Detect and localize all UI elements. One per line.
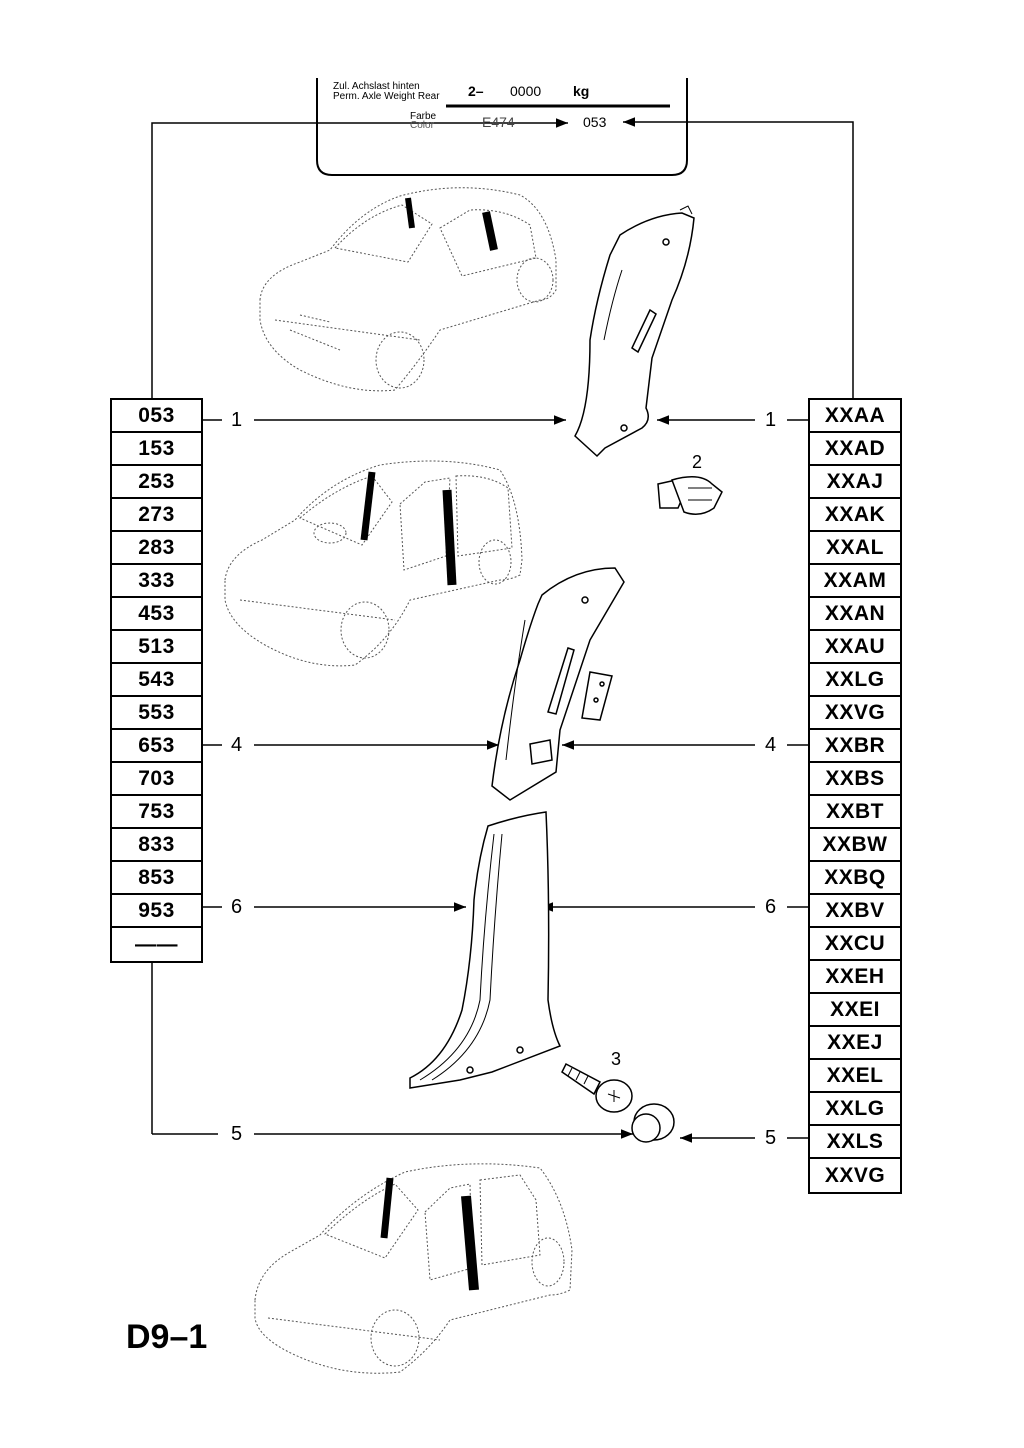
- left-code-cell: 333: [112, 565, 201, 598]
- callout-left-5: 5: [231, 1123, 243, 1145]
- color-code-value: 053: [583, 114, 607, 130]
- left-code-cell: 273: [112, 499, 201, 532]
- trim-part-1: [574, 205, 695, 458]
- car-5door-illustration: [224, 460, 523, 667]
- callout-right-1: 1: [765, 409, 777, 431]
- right-code-cell: XXLG: [810, 664, 900, 697]
- right-code-cell: XXAN: [810, 598, 900, 631]
- left-code-cell: 453: [112, 598, 201, 631]
- right-code-cell: XXBQ: [810, 862, 900, 895]
- left-code-cell: 543: [112, 664, 201, 697]
- right-code-cell: XXAM: [810, 565, 900, 598]
- right-code-cell: XXEI: [810, 994, 900, 1027]
- color-label-english: Color: [410, 120, 434, 131]
- axle-unit: kg: [573, 83, 590, 99]
- left-code-cell: 053: [112, 400, 201, 433]
- axle-label-english: Perm. Axle Weight Rear: [333, 91, 440, 102]
- left-code-cell: 553: [112, 697, 201, 730]
- connector-left-top: [151, 118, 568, 398]
- trim-part-4: [491, 567, 625, 801]
- callout-left-1: 1: [231, 409, 243, 431]
- right-code-cell: XXEL: [810, 1060, 900, 1093]
- right-code-cell: XXBS: [810, 763, 900, 796]
- left-code-cell: 283: [112, 532, 201, 565]
- right-code-cell: XXBV: [810, 895, 900, 928]
- right-code-cell: XXBW: [810, 829, 900, 862]
- callout-right-5: 5: [765, 1127, 777, 1149]
- left-code-cell: 253: [112, 466, 201, 499]
- left-code-cell: 753: [112, 796, 201, 829]
- right-code-cell: XXAL: [810, 532, 900, 565]
- car-3door-b-pillar: [482, 211, 498, 251]
- trim-part-6: [409, 811, 562, 1089]
- car-estate-b-pillar: [461, 1195, 479, 1291]
- car-5door-a-pillar: [360, 471, 376, 541]
- left-code-cell: 653: [112, 730, 201, 763]
- screw-part-3: [561, 1062, 633, 1113]
- left-code-cell: 953: [112, 895, 201, 928]
- left-code-cell: 853: [112, 862, 201, 895]
- axle-label-german: Zul. Achslast hinten: [333, 81, 420, 92]
- car-estate-a-pillar: [380, 1177, 394, 1239]
- right-code-cell: XXBR: [810, 730, 900, 763]
- callout-part-3: 3: [611, 1049, 622, 1069]
- right-code-cell: XXAJ: [810, 466, 900, 499]
- callout-right-4: 4: [765, 734, 777, 756]
- left-code-cell: 833: [112, 829, 201, 862]
- right-code-cell: XXEH: [810, 961, 900, 994]
- axle-value: 0000: [510, 83, 542, 99]
- page-id: D9–1: [126, 1318, 208, 1356]
- cap-part-5: [631, 1103, 675, 1143]
- right-code-cell: XXEJ: [810, 1027, 900, 1060]
- car-3door-illustration: [259, 187, 557, 392]
- left-code-cell: 703: [112, 763, 201, 796]
- callout-left-4: 4: [231, 734, 243, 756]
- callout-part-2: 2: [692, 452, 703, 472]
- label-card-frame: [316, 78, 688, 176]
- right-code-cell: XXVG: [824, 1163, 886, 1187]
- color-label-german: Farbe: [410, 111, 437, 122]
- right-code-cell: XXLS: [810, 1126, 900, 1159]
- right-code-cell: XXLG: [810, 1093, 900, 1126]
- color-code-obscured: E474: [482, 114, 515, 130]
- right-code-cell: XXAK: [810, 499, 900, 532]
- callout-left-6: 6: [231, 896, 243, 918]
- right-code-cell: XXBT: [810, 796, 900, 829]
- car-5door-b-pillar: [442, 489, 457, 586]
- callout-right-6: 6: [765, 896, 777, 918]
- right-code-cell: XXAD: [810, 433, 900, 466]
- left-code-cell: 153: [112, 433, 201, 466]
- right-code-cell: XXCU: [810, 928, 900, 961]
- right-code-cell: XXAU: [810, 631, 900, 664]
- left-code-cell: ——: [135, 932, 178, 956]
- connector-right-top: [623, 117, 854, 398]
- clip-part-2: [657, 476, 723, 515]
- car-estate-illustration: [254, 1163, 573, 1374]
- car-3door-a-pillar: [405, 197, 415, 229]
- right-code-cell: XXVG: [810, 697, 900, 730]
- right-code-cell: XXAA: [810, 400, 900, 433]
- left-code-cell: 513: [112, 631, 201, 664]
- axle-prefix: 2–: [468, 83, 484, 99]
